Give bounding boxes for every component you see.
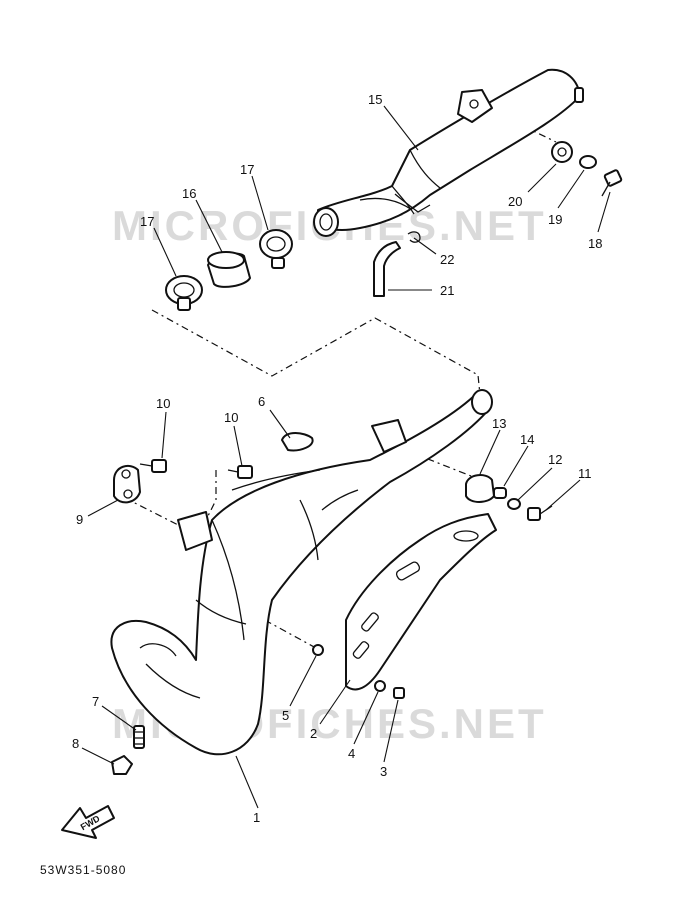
pipe-mount-line-front [124, 497, 189, 531]
callout-13: 13 [492, 416, 506, 431]
callout-18: 18 [588, 236, 602, 251]
callout-10-left: 10 [156, 396, 170, 411]
clamp-left [165, 275, 203, 311]
silencer-mount-line [477, 103, 557, 143]
callout-2: 2 [310, 726, 317, 741]
nut-8 [111, 755, 133, 775]
washer-4 [374, 680, 386, 692]
callout-7: 7 [92, 694, 99, 709]
callout-3: 3 [380, 764, 387, 779]
callout-16: 16 [182, 186, 196, 201]
callout-9: 9 [76, 512, 83, 527]
callout-22: 22 [440, 252, 454, 267]
bolt-to-bracket-line [195, 470, 217, 541]
callout-20: 20 [508, 194, 522, 209]
callout-17-left: 17 [140, 214, 154, 229]
callout-17-right: 17 [240, 162, 254, 177]
clip-22 [407, 231, 421, 243]
bolt-10-left [139, 459, 167, 473]
hose-21 [373, 241, 401, 297]
callout-19: 19 [548, 212, 562, 227]
silencer [313, 68, 584, 237]
callout-21: 21 [440, 283, 454, 298]
callout-15: 15 [368, 92, 382, 107]
assembly-boundary-line [151, 309, 481, 396]
callout-8: 8 [72, 736, 79, 751]
callout-1: 1 [253, 810, 260, 825]
leader-lines [81, 105, 611, 809]
damper-20 [551, 141, 573, 163]
grommet-5 [312, 644, 324, 656]
callout-5: 5 [282, 708, 289, 723]
gasket-6 [281, 432, 314, 452]
joint-pipe [207, 251, 251, 288]
bolt-3 [393, 687, 405, 699]
bolt-10-right [227, 465, 253, 479]
callout-4: 4 [348, 746, 355, 761]
damper-13 [465, 474, 495, 503]
callout-12: 12 [548, 452, 562, 467]
fwd-arrow: FWD [61, 805, 115, 839]
callout-10-right: 10 [224, 410, 238, 425]
washer-12 [507, 498, 521, 510]
callout-14: 14 [520, 432, 534, 447]
spring-7 [133, 725, 145, 749]
collar-14 [493, 487, 507, 499]
callout-6: 6 [258, 394, 265, 409]
bracket-9 [113, 464, 141, 504]
protector [345, 513, 497, 691]
diagram-reference-code: 53W351-5080 [40, 863, 126, 877]
callout-11: 11 [578, 466, 592, 481]
bolt-18 [601, 169, 623, 197]
clamp-right [259, 229, 293, 269]
washer-19 [579, 155, 597, 169]
exhaust-pipe [110, 389, 493, 756]
